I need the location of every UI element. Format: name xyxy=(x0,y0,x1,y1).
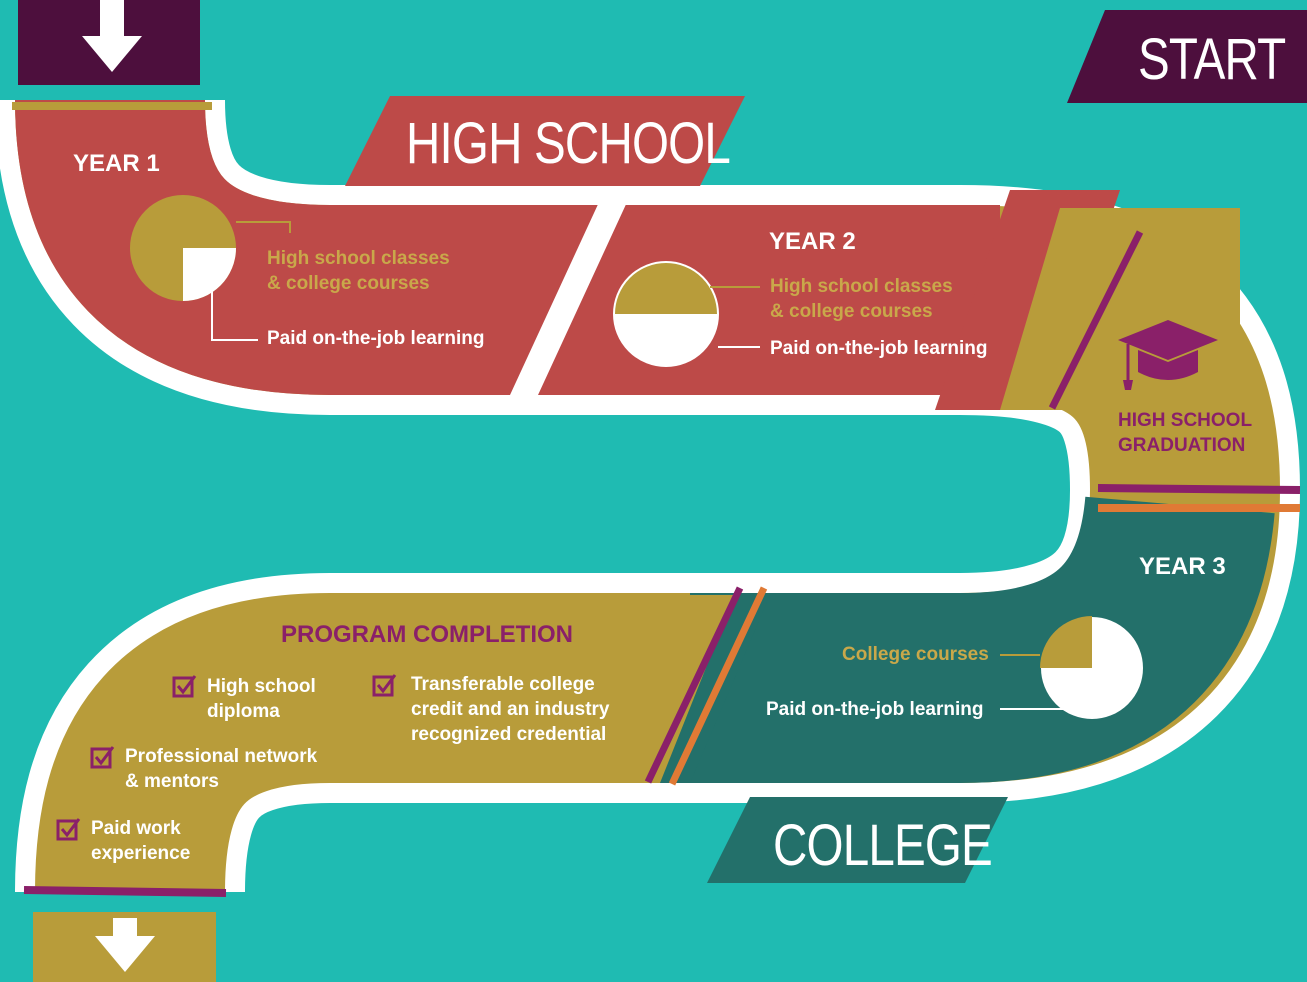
year3-title: YEAR 3 xyxy=(1139,553,1226,580)
magenta-stripe-2 xyxy=(1097,484,1301,494)
orange-stripe-2 xyxy=(668,586,768,786)
year1-paid-leader xyxy=(211,290,258,341)
year1-classes-label: High school classes & college courses xyxy=(267,248,450,294)
year3-pie-chart xyxy=(1039,615,1145,721)
college-banner-shape xyxy=(707,797,1008,883)
year2-pie-chart xyxy=(613,261,719,367)
college-banner: COLLEGE xyxy=(773,813,993,878)
completion-item: Transferable college credit and an indus… xyxy=(411,674,610,745)
year2-classes-label: High school classes & college courses xyxy=(770,276,953,322)
magenta-stripe-3 xyxy=(644,586,744,784)
year3-college-label: College courses xyxy=(842,644,989,665)
year2-paid-label: Paid on-the-job learning xyxy=(770,338,988,359)
completion-title: PROGRAM COMPLETION xyxy=(281,621,573,648)
completion-item: Paid work experience xyxy=(91,818,191,864)
year1-paid-label: Paid on-the-job learning xyxy=(267,328,485,349)
year2-title: YEAR 2 xyxy=(769,228,856,255)
down-arrow-icon xyxy=(82,0,142,72)
checkbox-icon xyxy=(172,675,197,698)
year1-classes-leader xyxy=(236,221,291,233)
year1-title: YEAR 1 xyxy=(73,150,160,177)
gold-stripe-1 xyxy=(1031,220,1124,402)
road-gold-cap-2 xyxy=(560,595,735,783)
year1-pie-chart xyxy=(130,195,236,301)
year3-paid-label: Paid on-the-job learning xyxy=(766,699,984,720)
checkbox-icon xyxy=(90,746,115,769)
completion-item: Professional network & mentors xyxy=(125,746,318,792)
checkbox-icon xyxy=(372,674,397,697)
year-divider xyxy=(510,200,628,395)
down-arrow-icon xyxy=(95,918,155,972)
completion-item: High school diploma xyxy=(207,676,316,722)
high-school-banner-shape xyxy=(345,96,745,186)
start-banner-shape xyxy=(1067,10,1307,103)
high-school-banner: HIGH SCHOOL xyxy=(406,111,731,176)
magenta-line-bottom xyxy=(23,886,227,897)
start-banner: START xyxy=(1138,27,1286,92)
checkbox-icon xyxy=(56,818,81,841)
graduation-label: HIGH SCHOOL GRADUATION xyxy=(1118,410,1253,456)
graduation-cap-icon xyxy=(1118,320,1218,390)
magenta-stripe-1 xyxy=(1048,230,1144,410)
